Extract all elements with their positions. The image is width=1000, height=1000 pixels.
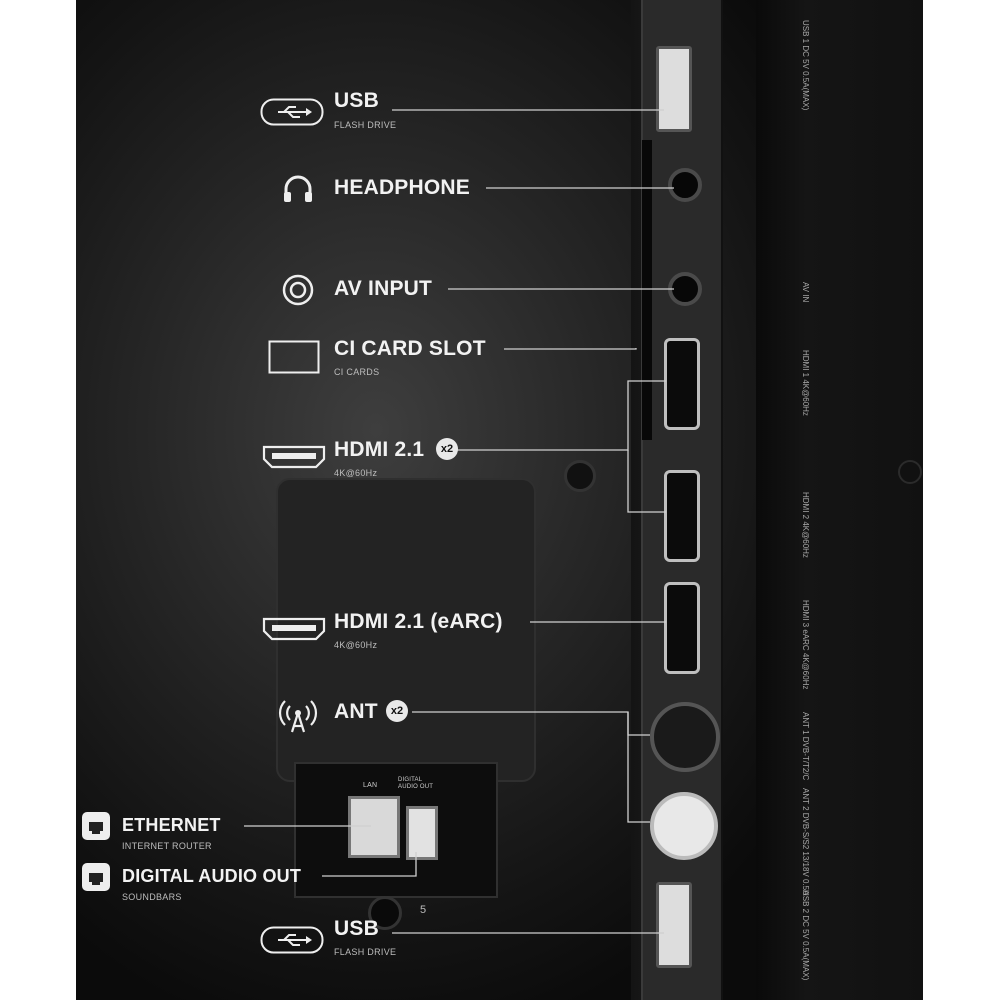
- usb-bottom-label: USB: [334, 917, 379, 940]
- lan-port: [348, 796, 400, 858]
- tv-rear-panel: LAN DIGITAL AUDIO OUT USB 1 DC 5V 0.5A(M…: [76, 0, 923, 1000]
- ethernet-icon: [82, 812, 110, 840]
- hdmi-earc-icon: [262, 617, 326, 641]
- line-ci: [504, 348, 637, 350]
- recessed-panel: [276, 478, 536, 782]
- usb-port-bottom: [656, 882, 692, 968]
- hdmi-port-1: [664, 338, 700, 430]
- line-digital-audio: [322, 852, 417, 877]
- usb-top-sub: FLASH DRIVE: [334, 120, 397, 130]
- headphone-label: HEADPHONE: [334, 176, 470, 199]
- line-ant-a: [412, 711, 650, 736]
- hdmi-port-2: [664, 470, 700, 562]
- usb-port-top: [656, 46, 692, 132]
- optical-port: [406, 806, 438, 860]
- line-ant-b: [627, 712, 650, 823]
- hdmi-earc-label: HDMI 2.1 (eARC): [334, 610, 503, 633]
- av-input-icon: [282, 274, 314, 306]
- usb-bottom-sub: FLASH DRIVE: [334, 947, 397, 957]
- mount-screw-right: [898, 460, 922, 484]
- line-hdmi-a: [454, 380, 666, 451]
- ant-label: ANT: [334, 700, 378, 723]
- hdmi-port-3: [664, 582, 700, 674]
- headphone-jack: [668, 168, 702, 202]
- usb-bottom-icon: [260, 926, 324, 954]
- av-input-label: AV INPUT: [334, 277, 433, 300]
- digital-audio-label: DIGITAL AUDIO OUT: [122, 866, 302, 886]
- ethernet-label: ETHERNET: [122, 815, 221, 835]
- hdmi-x2-sub: 4K@60Hz: [334, 468, 378, 478]
- av-jack: [668, 272, 702, 306]
- hdmi-earc-sub: 4K@60Hz: [334, 640, 378, 650]
- ant-badge: x2: [386, 700, 408, 722]
- antenna-connector-1: [650, 702, 720, 772]
- antenna-icon: [278, 700, 318, 733]
- right-side-panel: [756, 0, 923, 1000]
- board-digital-audio-label: DIGITAL AUDIO OUT: [398, 777, 434, 790]
- leader-lines: [244, 109, 674, 934]
- board-lan-label: LAN: [363, 782, 378, 789]
- board-service-label: 5: [420, 904, 427, 916]
- hdmi-x2-badge: x2: [436, 438, 458, 460]
- ci-card-label: CI CARD SLOT: [334, 337, 486, 360]
- ci-card-sub: CI CARDS: [334, 367, 380, 377]
- service-port: [368, 896, 402, 930]
- line-hdmi-b: [627, 450, 666, 513]
- headphone-icon: [284, 175, 312, 202]
- ci-slot: [642, 140, 652, 440]
- antenna-connector-2: [650, 792, 718, 860]
- hdmi-x2-label: HDMI 2.1: [334, 438, 425, 461]
- usb-top-label: USB: [334, 89, 379, 112]
- digital-audio-sub: SOUNDBARS: [122, 892, 182, 902]
- mount-screw: [564, 460, 596, 492]
- hdmi-icon: [262, 445, 326, 469]
- usb-icon: [260, 98, 324, 126]
- ci-card-icon: [268, 340, 320, 374]
- ethernet-sub: INTERNET ROUTER: [122, 841, 212, 851]
- digital-audio-icon: [82, 863, 110, 891]
